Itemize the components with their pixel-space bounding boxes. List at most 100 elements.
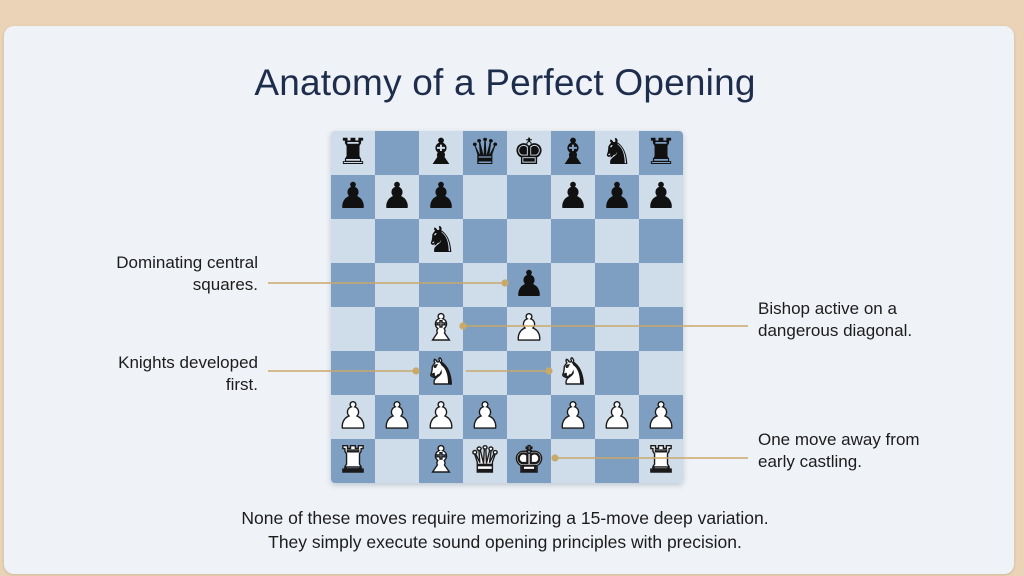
black-rook-icon: ♜ xyxy=(336,132,370,173)
white-pawn-icon: ♟ xyxy=(380,396,414,437)
chess-board: ♜♝♛♚♝♞♜♟♟♟♟♟♟♞♟♝♟♞♞♟♟♟♟♟♟♟♜♝♛♚♜ xyxy=(331,131,683,483)
square-h3 xyxy=(639,351,683,395)
square-c2: ♟ xyxy=(419,395,463,439)
square-d7 xyxy=(463,175,507,219)
square-f5 xyxy=(551,263,595,307)
square-d8: ♛ xyxy=(463,131,507,175)
square-g8: ♞ xyxy=(595,131,639,175)
square-f8: ♝ xyxy=(551,131,595,175)
square-d6 xyxy=(463,219,507,263)
callout-castling: One move away from early castling. xyxy=(758,430,920,471)
white-bishop-icon: ♝ xyxy=(424,308,458,349)
square-b3 xyxy=(375,351,419,395)
black-pawn-icon: ♟ xyxy=(556,176,590,217)
black-pawn-icon: ♟ xyxy=(424,176,458,217)
white-pawn-icon: ♟ xyxy=(468,396,502,437)
square-a2: ♟ xyxy=(331,395,375,439)
caption-line-1: None of these moves require memorizing a… xyxy=(241,508,769,528)
square-g1 xyxy=(595,439,639,483)
black-pawn-icon: ♟ xyxy=(512,264,546,305)
square-e1: ♚ xyxy=(507,439,551,483)
white-pawn-icon: ♟ xyxy=(644,396,678,437)
square-b2: ♟ xyxy=(375,395,419,439)
callout-bishop: Bishop active on a dangerous diagonal. xyxy=(758,299,913,340)
black-queen-icon: ♛ xyxy=(468,132,502,173)
black-pawn-icon: ♟ xyxy=(380,176,414,217)
black-pawn-icon: ♟ xyxy=(336,176,370,217)
caption-line-2: They simply execute sound opening princi… xyxy=(268,532,742,552)
white-pawn-icon: ♟ xyxy=(556,396,590,437)
white-rook-icon: ♜ xyxy=(644,440,678,481)
white-pawn-icon: ♟ xyxy=(600,396,634,437)
square-a4 xyxy=(331,307,375,351)
square-f1 xyxy=(551,439,595,483)
square-h4 xyxy=(639,307,683,351)
white-knight-icon: ♞ xyxy=(424,352,458,393)
square-c6: ♞ xyxy=(419,219,463,263)
square-h5 xyxy=(639,263,683,307)
square-a3 xyxy=(331,351,375,395)
square-h7: ♟ xyxy=(639,175,683,219)
square-e7 xyxy=(507,175,551,219)
white-bishop-icon: ♝ xyxy=(424,440,458,481)
square-b7: ♟ xyxy=(375,175,419,219)
white-pawn-icon: ♟ xyxy=(336,396,370,437)
black-rook-icon: ♜ xyxy=(644,132,678,173)
callout-knights: Knights developed first. xyxy=(118,353,258,394)
square-g7: ♟ xyxy=(595,175,639,219)
square-c5 xyxy=(419,263,463,307)
callout-central-squares: Dominating central squares. xyxy=(116,253,258,294)
square-e8: ♚ xyxy=(507,131,551,175)
white-rook-icon: ♜ xyxy=(336,440,370,481)
square-a7: ♟ xyxy=(331,175,375,219)
square-h2: ♟ xyxy=(639,395,683,439)
white-knight-icon: ♞ xyxy=(556,352,590,393)
square-a8: ♜ xyxy=(331,131,375,175)
slide-title: Anatomy of a Perfect Opening xyxy=(254,62,756,103)
square-d2: ♟ xyxy=(463,395,507,439)
square-d3 xyxy=(463,351,507,395)
black-pawn-icon: ♟ xyxy=(644,176,678,217)
square-h8: ♜ xyxy=(639,131,683,175)
square-f4 xyxy=(551,307,595,351)
black-king-icon: ♚ xyxy=(512,132,546,173)
square-a6 xyxy=(331,219,375,263)
square-a5 xyxy=(331,263,375,307)
square-b4 xyxy=(375,307,419,351)
square-d5 xyxy=(463,263,507,307)
square-e6 xyxy=(507,219,551,263)
square-g3 xyxy=(595,351,639,395)
square-e4: ♟ xyxy=(507,307,551,351)
white-king-icon: ♚ xyxy=(512,440,546,481)
square-b8 xyxy=(375,131,419,175)
square-e3 xyxy=(507,351,551,395)
square-g2: ♟ xyxy=(595,395,639,439)
square-d4 xyxy=(463,307,507,351)
square-h6 xyxy=(639,219,683,263)
square-d1: ♛ xyxy=(463,439,507,483)
square-c7: ♟ xyxy=(419,175,463,219)
white-pawn-icon: ♟ xyxy=(512,308,546,349)
black-knight-icon: ♞ xyxy=(424,220,458,261)
square-b5 xyxy=(375,263,419,307)
square-c8: ♝ xyxy=(419,131,463,175)
square-b1 xyxy=(375,439,419,483)
square-b6 xyxy=(375,219,419,263)
square-a1: ♜ xyxy=(331,439,375,483)
square-f7: ♟ xyxy=(551,175,595,219)
black-bishop-icon: ♝ xyxy=(424,132,458,173)
white-queen-icon: ♛ xyxy=(468,440,502,481)
square-g4 xyxy=(595,307,639,351)
square-c3: ♞ xyxy=(419,351,463,395)
square-g5 xyxy=(595,263,639,307)
black-knight-icon: ♞ xyxy=(600,132,634,173)
square-f3: ♞ xyxy=(551,351,595,395)
square-e5: ♟ xyxy=(507,263,551,307)
square-h1: ♜ xyxy=(639,439,683,483)
black-pawn-icon: ♟ xyxy=(600,176,634,217)
square-g6 xyxy=(595,219,639,263)
square-f6 xyxy=(551,219,595,263)
square-f2: ♟ xyxy=(551,395,595,439)
square-e2 xyxy=(507,395,551,439)
white-pawn-icon: ♟ xyxy=(424,396,458,437)
